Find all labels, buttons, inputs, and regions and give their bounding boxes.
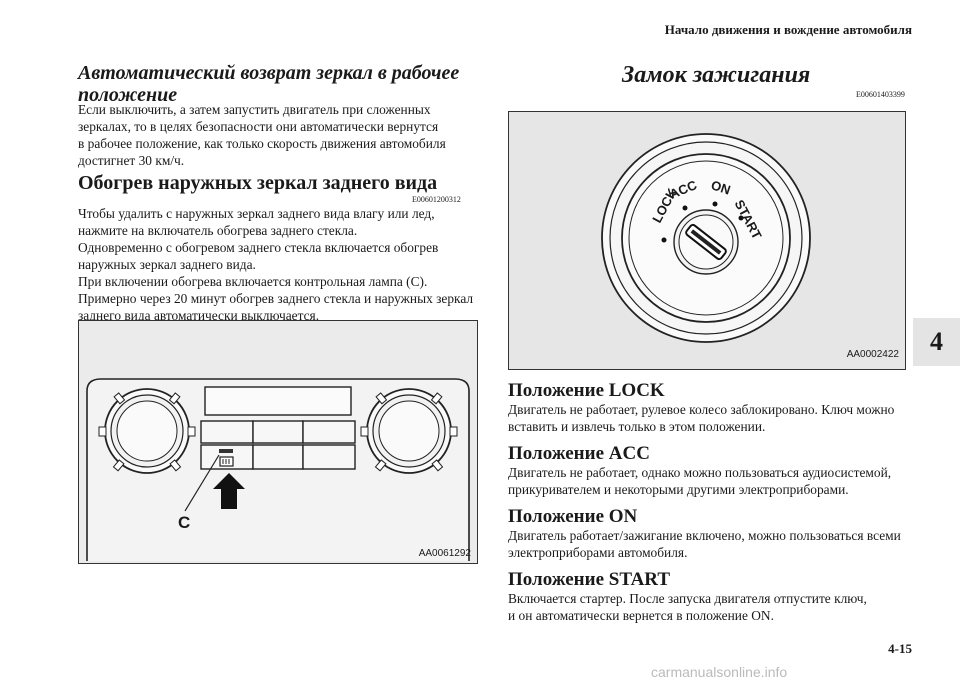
- heating-title: Обогрев наружных зеркал заднего вида: [78, 172, 438, 194]
- watermark: carmanualsonline.info: [651, 664, 788, 680]
- figure-code-ignition: AA0002422: [846, 349, 899, 360]
- position-lock: Положение LOCK Двигатель не работает, ру…: [508, 380, 895, 434]
- running-header: Начало движения и вождение автомобиля: [664, 22, 912, 37]
- ignition-illustration: [601, 133, 811, 343]
- right-knob-icon: [360, 388, 458, 474]
- left-knob-icon: [98, 388, 196, 474]
- rear-defroster-icon: [219, 449, 234, 467]
- page-number: 4-15: [888, 641, 912, 656]
- position-on: Положение ON Двигатель работает/зажигани…: [508, 506, 901, 560]
- arrow-up-icon: [213, 473, 245, 509]
- callout-leader: [184, 454, 220, 512]
- section-tab: 4: [913, 318, 960, 366]
- auto-return-title: Автоматический возврат зеркал в рабочее …: [78, 62, 460, 106]
- figure-mirror-heater: C AA0061292: [78, 320, 478, 564]
- figure-ignition-switch: LOCK ACC ON START AA0002422: [508, 111, 906, 370]
- callout-c: C: [178, 513, 191, 532]
- positions-list: Положение LOCK Двигатель не работает, ру…: [508, 380, 908, 624]
- auto-return-body: Если выключить, а затем запустить двигат…: [78, 102, 446, 168]
- heating-body: Чтобы удалить с наружных зеркал заднего …: [78, 206, 474, 323]
- ignition-code: E00601403399: [856, 90, 905, 99]
- figure-code: AA0061292: [418, 548, 471, 559]
- control-panel-illustration: [86, 378, 470, 561]
- key-slot-icon: [685, 223, 727, 261]
- ignition-title: Замок зажигания: [622, 62, 811, 88]
- heating-code: E00601200312: [412, 195, 461, 204]
- button-grid: [200, 420, 356, 470]
- position-start: Положение START Включается стартер. Посл…: [508, 569, 867, 623]
- position-acc: Положение ACC Двигатель не работает, одн…: [508, 443, 892, 497]
